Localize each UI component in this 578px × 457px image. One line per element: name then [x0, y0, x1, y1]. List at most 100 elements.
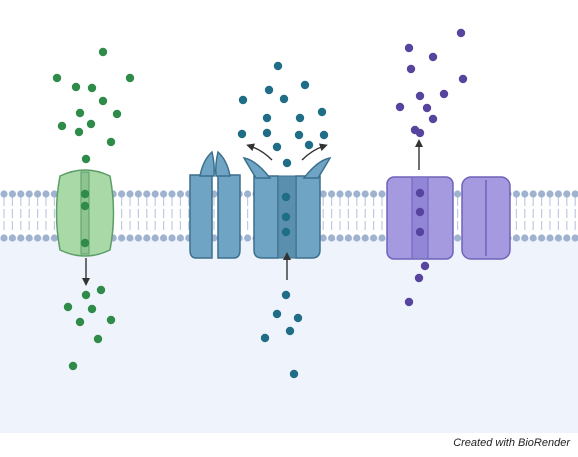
lipid-head — [521, 190, 529, 198]
lipid-head — [454, 190, 462, 198]
lipid-head — [50, 234, 59, 242]
lipid-head — [563, 234, 571, 242]
lipid-head — [168, 234, 176, 242]
lipid-head — [34, 234, 42, 242]
lipid-head — [319, 190, 327, 198]
molecule — [75, 108, 85, 118]
lipid-head — [25, 190, 33, 198]
molecule — [281, 192, 291, 202]
purple-channel-open — [386, 176, 454, 260]
lipid-head — [126, 234, 134, 242]
molecule — [415, 188, 425, 198]
molecule — [81, 154, 91, 164]
lipid-head — [538, 190, 546, 198]
lipid-head — [361, 190, 369, 198]
blue-molecules — [237, 61, 329, 379]
molecule — [68, 361, 78, 371]
molecule — [304, 140, 314, 150]
molecule — [238, 95, 248, 105]
closed-gate-right-flap — [215, 150, 231, 177]
lipid-head — [529, 190, 537, 198]
molecule — [404, 43, 414, 53]
molecule — [264, 85, 274, 95]
molecule — [295, 113, 305, 123]
lipid-head — [546, 234, 554, 242]
molecule — [273, 61, 283, 71]
molecule — [458, 74, 468, 84]
lipid-head — [521, 234, 529, 242]
molecule — [439, 89, 449, 99]
molecule — [86, 119, 96, 129]
molecule — [260, 333, 270, 343]
lipid-head — [0, 234, 8, 242]
closed-gate-left-flap — [199, 150, 215, 177]
molecule — [272, 142, 282, 152]
open-gate-right-flap — [302, 156, 332, 179]
molecule — [106, 315, 116, 325]
molecule — [281, 227, 291, 237]
lipid-head — [0, 190, 8, 198]
lipid-head — [370, 234, 378, 242]
lipid-head — [50, 190, 59, 198]
lipid-head — [328, 190, 336, 198]
blue-exit-arrow-right — [301, 143, 328, 161]
molecule — [319, 130, 329, 140]
molecule — [415, 227, 425, 237]
lipid-head — [42, 234, 50, 242]
purple-channel-pore — [411, 176, 429, 260]
lipid-head — [554, 234, 563, 242]
blue-gated-channel-closed — [189, 150, 241, 259]
lipid-head — [571, 190, 578, 198]
molecule — [81, 290, 91, 300]
molecule — [106, 137, 116, 147]
lipid-head — [336, 234, 344, 242]
molecule — [279, 94, 289, 104]
molecule — [98, 47, 108, 57]
lipid-head — [344, 234, 352, 242]
molecule — [80, 189, 90, 199]
biorender-credit: Created with BioRender — [453, 437, 570, 449]
lipid-head — [160, 190, 168, 198]
lipid-head — [244, 190, 252, 198]
molecule — [125, 73, 135, 83]
lipid-head — [25, 234, 33, 242]
molecule — [281, 290, 291, 300]
lipid-head — [143, 234, 151, 242]
molecule — [289, 369, 299, 379]
lipid-head — [538, 234, 546, 242]
lipid-head — [546, 190, 554, 198]
lipid-head — [8, 190, 16, 198]
molecule — [285, 326, 295, 336]
molecule — [293, 313, 303, 323]
molecule — [395, 102, 405, 112]
lipid-head — [319, 234, 327, 242]
molecule — [57, 121, 67, 131]
lipid-head — [353, 190, 361, 198]
molecule — [272, 309, 282, 319]
molecule — [294, 130, 304, 140]
molecule — [282, 158, 292, 168]
molecule — [74, 127, 84, 137]
lipid-head — [378, 234, 386, 242]
lipid-head — [344, 190, 352, 198]
lipid-head — [118, 234, 126, 242]
molecule — [87, 304, 97, 314]
lipid-head — [160, 234, 168, 242]
molecule — [456, 28, 466, 38]
blue-gated-channel-open — [242, 156, 332, 259]
lipid-head — [370, 190, 378, 198]
lipid-head — [34, 190, 42, 198]
lipid-head — [244, 234, 252, 242]
lipid-head — [17, 190, 25, 198]
purple-channel-closed — [461, 176, 511, 260]
lipid-head — [17, 234, 25, 242]
lipid-head — [571, 234, 578, 242]
molecule — [237, 129, 247, 139]
lipid-head — [328, 234, 336, 242]
lipid-head — [176, 234, 184, 242]
molecule — [428, 114, 438, 124]
molecule — [112, 109, 122, 119]
lipid-head — [151, 234, 159, 242]
